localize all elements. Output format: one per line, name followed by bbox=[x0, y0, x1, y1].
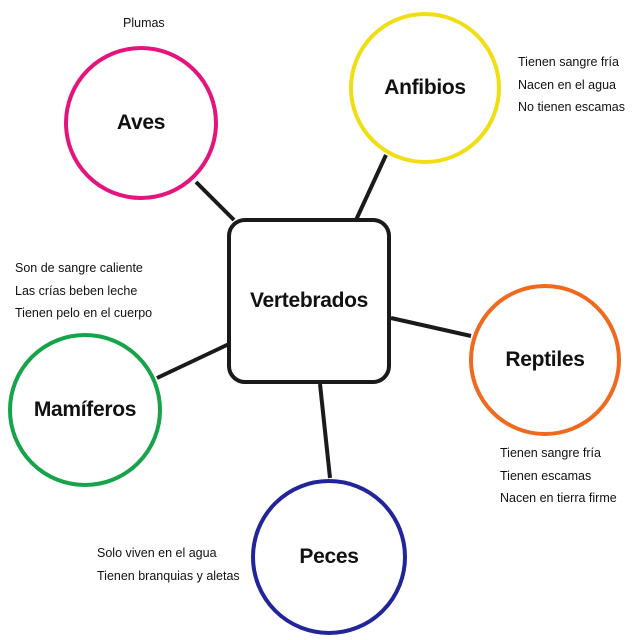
note-anfibios-1: Tienen sangre fría bbox=[518, 55, 619, 69]
node-anfibios: Anfibios bbox=[349, 12, 501, 164]
notes-aves: Plumas bbox=[123, 12, 165, 35]
note-peces-2: Tienen branquias y aletas bbox=[97, 568, 240, 583]
note-anfibios-2: Nacen en el agua bbox=[518, 77, 616, 92]
note-mamiferos-2: Las crías beben leche bbox=[15, 283, 138, 298]
note-reptiles-2: Tienen escamas bbox=[500, 468, 592, 483]
note-anfibios-3: No tienen escamas bbox=[518, 100, 626, 114]
notes-peces: Solo viven en el agua Tienen branquias y… bbox=[97, 542, 240, 587]
node-mamiferos: Mamíferos bbox=[8, 333, 162, 487]
node-peces: Peces bbox=[251, 479, 407, 635]
connector-aves bbox=[194, 180, 236, 222]
center-node: Vertebrados bbox=[227, 218, 391, 384]
connector-anfibios bbox=[354, 154, 388, 221]
note-reptiles-1: Tienen sangre fría bbox=[500, 446, 601, 460]
note-mamiferos-1: Son de sangre caliente bbox=[15, 261, 143, 275]
notes-mamiferos: Son de sangre caliente Las crías beben l… bbox=[15, 257, 152, 325]
note-reptiles-3: Nacen en tierra firme bbox=[500, 491, 617, 505]
note-mamiferos-3: Tienen pelo en el cuerpo bbox=[15, 306, 153, 320]
connector-peces bbox=[318, 383, 332, 479]
notes-reptiles: Tienen sangre fría Tienen escamas Nacen … bbox=[500, 442, 617, 510]
node-mamiferos-title: Mamíferos bbox=[33, 398, 137, 421]
note-peces-1: Solo viven en el agua bbox=[97, 546, 217, 560]
connector-mamiferos bbox=[156, 342, 230, 380]
node-anfibios-title: Anfibios bbox=[384, 76, 466, 99]
node-aves-title: Aves bbox=[116, 111, 166, 134]
node-reptiles-title: Reptiles bbox=[505, 348, 585, 371]
center-title: Vertebrados bbox=[249, 289, 369, 312]
node-peces-title: Peces bbox=[299, 545, 359, 568]
notes-anfibios: Tienen sangre fría Nacen en el agua No t… bbox=[518, 51, 625, 119]
node-aves: Aves bbox=[64, 46, 218, 200]
note-aves-1: Plumas bbox=[123, 16, 165, 30]
connector-reptiles bbox=[390, 316, 472, 338]
node-reptiles: Reptiles bbox=[469, 284, 621, 436]
